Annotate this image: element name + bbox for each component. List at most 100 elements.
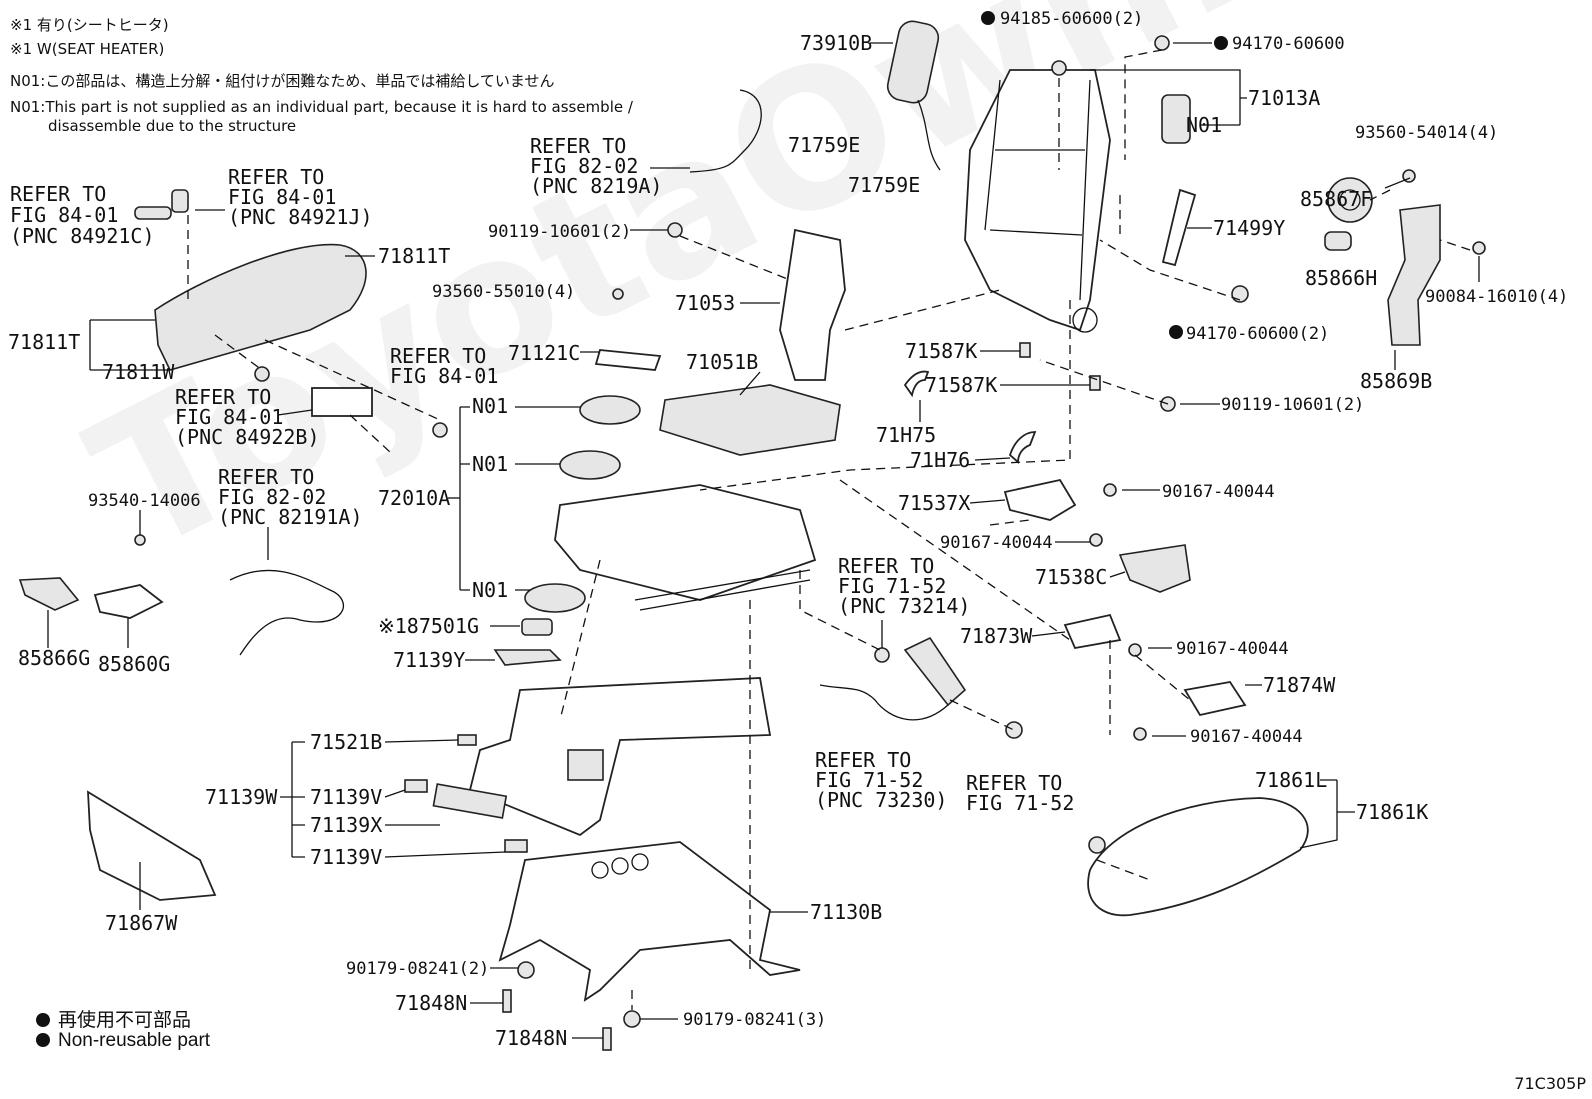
cushion-spring-71051b[interactable] <box>659 384 841 456</box>
pad-71139y[interactable] <box>493 649 562 666</box>
pad-71139x[interactable] <box>432 783 508 819</box>
note-n01-jp: N01:この部品は、構造上分解・組付けが困難なため、単品では補給していません <box>10 72 555 90</box>
bolt-90119-left[interactable] <box>667 222 683 238</box>
motor-n01-a[interactable] <box>579 395 641 425</box>
cushion-frame-71130b[interactable] <box>498 841 801 1002</box>
label-n01-top: N01 <box>1186 113 1222 137</box>
label-90179-b: 90179-08241(3) <box>683 1010 826 1030</box>
label-71848n-a: 71848N <box>395 991 467 1015</box>
label-94170-b: 94170-60600(2) <box>1186 324 1329 344</box>
non-reusable-dot-icon <box>1214 36 1228 50</box>
lumbar-motor-n01[interactable] <box>1161 94 1191 144</box>
bracket-71873w[interactable] <box>1063 613 1122 650</box>
motor-n01-b[interactable] <box>559 450 621 480</box>
figure-id: 71C305P <box>1514 1074 1586 1093</box>
nut-94170-60600[interactable] <box>1154 35 1170 51</box>
label-71537x: 71537X <box>898 491 970 515</box>
screw-90167-d[interactable] <box>1133 727 1147 741</box>
pad-71521b[interactable] <box>457 734 477 746</box>
bracket-71537x[interactable] <box>1003 478 1077 521</box>
harness-82191a[interactable] <box>229 569 345 656</box>
pin-71848n-a[interactable] <box>502 989 512 1013</box>
clip-71811w[interactable] <box>254 366 270 382</box>
clip-71587k-a[interactable] <box>1019 342 1031 358</box>
shield-71811t[interactable] <box>154 243 367 371</box>
bracket-71499y[interactable] <box>1161 188 1197 267</box>
knob-84921j[interactable] <box>171 189 189 213</box>
label-71759e-a: 71759E <box>788 133 860 157</box>
label-71874w: 71874W <box>1263 673 1336 697</box>
side-cover-71861k[interactable] <box>1087 797 1309 917</box>
nut-94185[interactable] <box>1051 60 1067 76</box>
panel-71053[interactable] <box>779 228 846 381</box>
screw-90167-a[interactable] <box>1103 483 1117 497</box>
knob-84921c[interactable] <box>134 206 172 220</box>
clip-93540[interactable] <box>134 534 146 546</box>
duct-85869b[interactable] <box>1387 204 1441 346</box>
pad-85866h[interactable] <box>1324 231 1352 251</box>
label-90167-a: 90167-40044 <box>1162 482 1275 502</box>
sensor-187501g[interactable] <box>521 618 553 636</box>
speaker-85867f[interactable] <box>1327 177 1373 223</box>
part-labels: 73910B 94185-60600(2) 94170-60600 71013A… <box>8 9 1568 1050</box>
legend-jp-text: 再使用不可部品 <box>58 1010 192 1031</box>
side-airbag-73910b[interactable] <box>885 19 941 171</box>
svg-text:REFER TO: REFER TO <box>838 554 934 578</box>
label-71139y: 71139Y <box>393 648 465 672</box>
pad-85866g[interactable] <box>18 577 80 611</box>
nut-7152[interactable] <box>1005 721 1023 739</box>
leader-lines <box>47 42 1480 1039</box>
clip-71861[interactable] <box>1088 836 1106 854</box>
screw-90167-c[interactable] <box>1128 643 1142 657</box>
cushion-pad-71139w[interactable] <box>468 677 772 837</box>
front-cover-71867w[interactable] <box>87 790 217 901</box>
label-71873w: 71873W <box>960 624 1033 648</box>
switch-85860g[interactable] <box>93 584 164 619</box>
nut-90179-a[interactable] <box>517 961 535 979</box>
label-71811t-a: 71811T <box>378 244 450 268</box>
label-93560-54014: 93560-54014(4) <box>1355 123 1498 143</box>
label-71521b: 71521B <box>310 730 382 754</box>
clip-90084[interactable] <box>1472 241 1486 255</box>
switch-84922b[interactable] <box>311 387 373 417</box>
label-71861l: 71861L <box>1255 768 1327 792</box>
svg-text:(PNC 84921C): (PNC 84921C) <box>10 224 155 248</box>
cover-71h75[interactable] <box>903 370 930 398</box>
label-90179-a: 90179-08241(2) <box>346 959 489 979</box>
non-reusable-dot-icon <box>981 11 995 25</box>
ref-84921j: REFER TO FIG 84-01 (PNC 84921J) <box>228 165 373 229</box>
label-n01-c: N01 <box>472 578 508 602</box>
label-90084: 90084-16010(4) <box>1425 287 1568 307</box>
label-71139v-b: 71139V <box>310 845 382 869</box>
bracket-71874w[interactable] <box>1183 681 1247 717</box>
ref-8219a: REFER TO FIG 82-02 (PNC 8219A) <box>530 134 662 198</box>
label-72010a: 72010A <box>378 486 450 510</box>
seatbelt-buckle-73230[interactable] <box>903 636 967 707</box>
clip-71121c[interactable] <box>594 349 662 371</box>
non-reusable-dot-icon <box>36 1033 50 1047</box>
pad-71139v-b[interactable] <box>504 839 528 853</box>
screw-8401[interactable] <box>432 422 448 438</box>
harness-8219a[interactable] <box>689 89 762 173</box>
label-90167-b: 90167-40044 <box>940 533 1053 553</box>
clip-93560-55010[interactable] <box>612 288 624 300</box>
pin-71848n-b[interactable] <box>602 1027 612 1051</box>
ref-82191a: REFER TO FIG 82-02 (PNC 82191A) <box>218 465 363 529</box>
svg-text:(PNC 84921J): (PNC 84921J) <box>228 205 373 229</box>
note-n01-en-cont: disassemble due to the structure <box>48 117 297 135</box>
label-71139v-a: 71139V <box>310 785 382 809</box>
nut-90179-b[interactable] <box>623 1010 641 1028</box>
cover-71538c[interactable] <box>1118 544 1191 593</box>
seatback-frame-71013a[interactable] <box>964 69 1111 333</box>
pad-71139v-a[interactable] <box>404 779 428 793</box>
screw-90167-b[interactable] <box>1089 533 1103 547</box>
label-n01-a: N01 <box>472 394 508 418</box>
label-71867w: 71867W <box>105 911 178 935</box>
ref-73214: REFER TO FIG 71-52 (PNC 73214) <box>838 554 970 618</box>
nut-73214[interactable] <box>874 647 890 663</box>
label-90167-c: 90167-40044 <box>1176 639 1289 659</box>
motor-n01-c[interactable] <box>524 583 586 613</box>
seat-adjuster-72010a[interactable] <box>554 484 817 611</box>
cover-71h76[interactable] <box>1008 431 1037 464</box>
clip-71587k-b[interactable] <box>1089 375 1101 391</box>
